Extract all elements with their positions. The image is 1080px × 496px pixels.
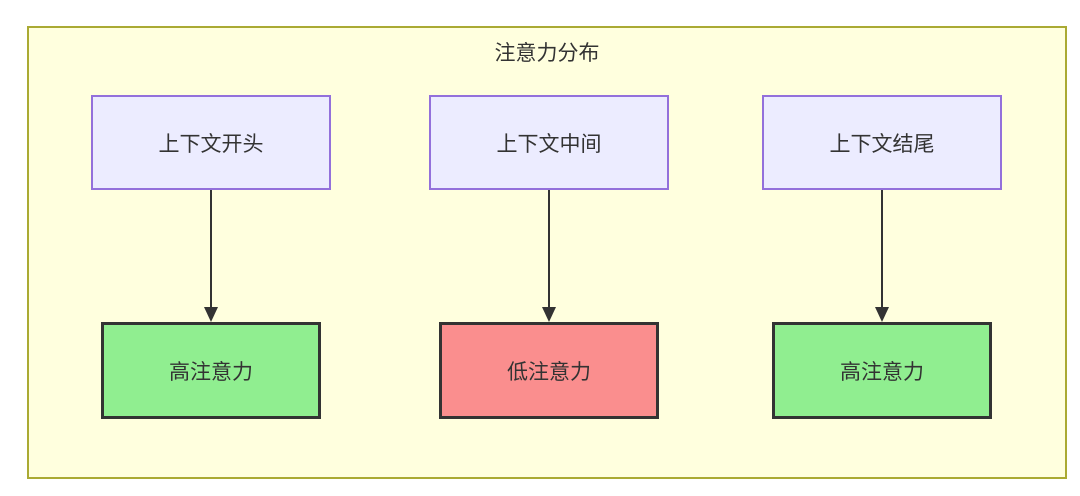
- source-node-context-end: 上下文结尾: [762, 95, 1002, 190]
- column-context-beginning: 上下文开头 高注意力: [91, 95, 331, 419]
- arrow-down-icon: [203, 190, 219, 322]
- diagram-title: 注意力分布: [494, 41, 600, 65]
- source-node-context-beginning: 上下文开头: [91, 95, 331, 190]
- arrow-line: [210, 190, 212, 310]
- attention-distribution-diagram: 注意力分布 上下文开头 高注意力 上下文中间 低注意力 上下文结尾 高注意力: [27, 26, 1067, 479]
- arrow-line: [881, 190, 883, 310]
- arrow-down-icon: [874, 190, 890, 322]
- arrow-line: [548, 190, 550, 310]
- arrow-head: [542, 307, 556, 322]
- column-context-middle: 上下文中间 低注意力: [429, 95, 669, 419]
- target-node-high-attention-1: 高注意力: [101, 322, 321, 419]
- arrow-down-icon: [541, 190, 557, 322]
- target-node-low-attention: 低注意力: [439, 322, 659, 419]
- arrow-head: [204, 307, 218, 322]
- source-node-context-middle: 上下文中间: [429, 95, 669, 190]
- column-context-end: 上下文结尾 高注意力: [762, 95, 1002, 419]
- target-node-high-attention-2: 高注意力: [772, 322, 992, 419]
- arrow-head: [875, 307, 889, 322]
